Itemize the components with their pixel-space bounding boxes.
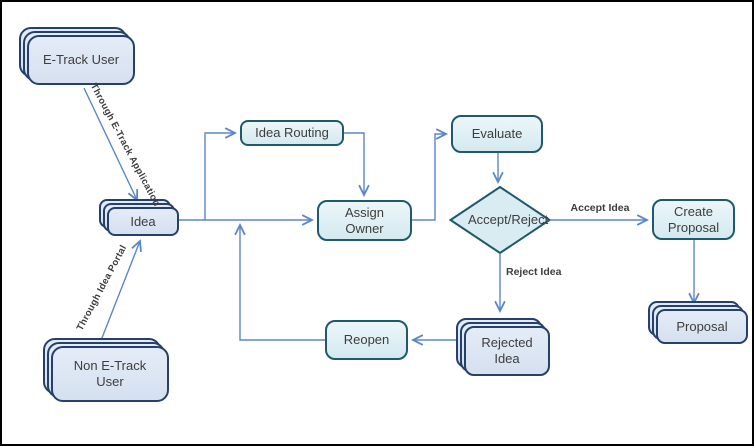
stack-front-layer: Idea	[107, 207, 179, 236]
diamond-shape	[449, 186, 551, 254]
edge-non-etrack-user-to-idea	[99, 241, 140, 344]
node-assign-owner: Assign Owner	[317, 200, 412, 241]
edge-label-accept-idea: Accept Idea	[570, 202, 630, 214]
edge-reopen-to-assign-owner-line	[240, 225, 325, 341]
node-label-create-proposal: Create Proposal	[667, 203, 720, 235]
node-non-e-track-user: Non E-Track User	[43, 338, 169, 402]
node-label-idea-routing: Idea Routing	[255, 125, 329, 141]
stack-front-layer: Non E-Track User	[51, 346, 169, 402]
edge-label-reject-idea: Reject Idea	[506, 266, 562, 278]
edge-assign-owner-to-evaluate	[412, 134, 446, 221]
stack-front-layer: Rejected Idea	[464, 326, 550, 376]
edge-etrack-user-to-idea	[83, 87, 137, 200]
node-e-track-user: E-Track User	[19, 27, 135, 85]
node-label-evaluate: Evaluate	[471, 126, 523, 142]
diamond-label-wrap: Accept/Reject	[449, 186, 551, 254]
node-label-rejected-idea: Rejected Idea	[481, 335, 533, 366]
node-label-proposal: Proposal	[676, 318, 728, 334]
node-evaluate: Evaluate	[451, 115, 543, 153]
edge-idea-to-idea-routing	[204, 133, 235, 220]
node-label-reopen: Reopen	[343, 332, 390, 348]
node-label-accept-reject: Accept/Reject	[468, 212, 549, 228]
node-idea-routing: Idea Routing	[240, 120, 344, 146]
node-proposal: Proposal	[648, 301, 748, 344]
node-reopen: Reopen	[325, 320, 408, 360]
stack-front-layer: Proposal	[656, 309, 748, 344]
node-label-assign-owner: Assign Owner	[344, 204, 385, 236]
stack-front-layer: E-Track User	[27, 35, 135, 85]
node-create-proposal: Create Proposal	[652, 199, 735, 240]
node-label-non-e-track-user: Non E-Track User	[73, 358, 147, 389]
node-accept-reject: Accept/Reject	[449, 186, 551, 254]
node-label-idea: Idea	[130, 213, 156, 229]
edge-idea-routing-to-assign-owner	[344, 132, 364, 195]
node-label-e-track-user: E-Track User	[42, 52, 120, 68]
node-rejected-idea: Rejected Idea	[456, 318, 550, 376]
node-idea: Idea	[99, 199, 179, 236]
